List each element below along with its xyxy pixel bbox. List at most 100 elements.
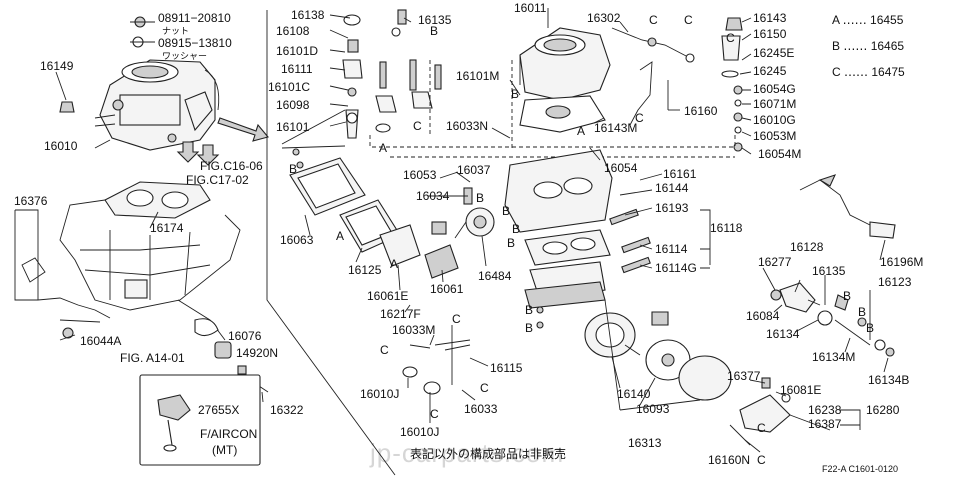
label-16053m: 16053M <box>753 129 796 143</box>
callout-b: B <box>511 87 519 101</box>
callout-c: C <box>480 381 489 395</box>
label-16313: 16313 <box>628 436 662 450</box>
label-16149: 16149 <box>40 59 74 73</box>
label-16033m: 16033M <box>392 323 435 337</box>
label-16302: 16302 <box>587 11 621 25</box>
label-16160: 16160 <box>684 104 718 118</box>
label-14920n: 14920N <box>236 346 278 360</box>
fig-ref-c1606: FIG.C16-06 <box>200 159 263 173</box>
label-16101m: 16101M <box>456 69 499 83</box>
carburetor-body-drawing <box>504 149 613 309</box>
label-16238: 16238 <box>808 403 842 417</box>
callout-b: B <box>866 321 874 335</box>
label-16061: 16061 <box>430 282 464 296</box>
callout-b: B <box>525 321 533 335</box>
fig-ref-c1702: FIG.C17-02 <box>186 173 249 187</box>
label-16054m: 16054M <box>758 147 801 161</box>
label-16118: 16118 <box>710 221 743 235</box>
callout-b: B <box>502 204 510 218</box>
label-16150: 16150 <box>753 27 787 41</box>
label-16098: 16098 <box>276 98 310 112</box>
label-16140: 16140 <box>617 387 651 401</box>
callout-c: C <box>430 407 439 421</box>
label-16115: 16115 <box>490 361 523 375</box>
label-16376: 16376 <box>14 194 48 208</box>
legend-c: C ‥‥‥ 16475 <box>832 65 905 79</box>
label-16193: 16193 <box>655 201 689 215</box>
callout-a: A <box>577 124 585 138</box>
label-16108: 16108 <box>276 24 310 38</box>
label-16053: 16053 <box>403 168 437 182</box>
part-washer-jp: ワッシャー <box>162 51 207 61</box>
callout-a: A <box>379 141 387 155</box>
callout-c: C <box>757 453 766 467</box>
label-16010g: 16010G <box>753 113 796 127</box>
callout-c: C <box>684 13 693 27</box>
label-16128: 16128 <box>790 240 824 254</box>
label-16174: 16174 <box>150 221 184 235</box>
label-16114: 16114 <box>655 242 688 256</box>
label-16061e: 16061E <box>367 289 408 303</box>
label-16143: 16143 <box>753 11 787 25</box>
callout-c: C <box>413 119 422 133</box>
fig-ref-a1401: FIG. A14-01 <box>120 351 185 365</box>
label-16134m: 16134M <box>812 350 855 364</box>
callout-c: C <box>635 111 644 125</box>
callout-a: A <box>390 257 398 271</box>
label-16063: 16063 <box>280 233 314 247</box>
label-16245: 16245 <box>753 64 787 78</box>
label-16280: 16280 <box>866 403 900 417</box>
label-16044a: 16044A <box>80 334 121 348</box>
part-08911-20810: 08911−20810 <box>158 11 231 25</box>
label-16071m: 16071M <box>753 97 796 111</box>
legend-b: B ‥‥‥ 16465 <box>832 39 904 53</box>
label-16010: 16010 <box>44 139 78 153</box>
label-16161: 16161 <box>663 167 697 181</box>
label-16081e: 16081E <box>780 383 821 397</box>
label-16217f: 16217F <box>380 307 421 321</box>
label-16484: 16484 <box>478 269 512 283</box>
label-16033: 16033 <box>464 402 498 416</box>
callout-a: A <box>336 229 344 243</box>
label-16011: 16011 <box>514 1 547 15</box>
label-16123: 16123 <box>878 275 912 289</box>
watermark: jp-carparts.com <box>369 438 564 468</box>
label-16093: 16093 <box>636 402 670 416</box>
diagram-code: F22-A C1601-0120 <box>822 464 898 474</box>
notice-text: 表記以外の構成部品は非販売 <box>410 446 566 461</box>
callout-b: B <box>430 24 438 38</box>
callout-b: B <box>525 303 533 317</box>
label-16101: 16101 <box>276 120 310 134</box>
carburetor-assembly-drawing <box>94 59 220 151</box>
label-16101c: 16101C <box>268 80 310 94</box>
callout-b: B <box>476 191 484 205</box>
label-16135-right: 16135 <box>812 264 846 278</box>
label-16111: 16111 <box>281 62 313 76</box>
label-16138: 16138 <box>291 8 325 22</box>
label-16084: 16084 <box>746 309 780 323</box>
label-16010j: 16010J <box>360 387 399 401</box>
callout-b: B <box>507 236 515 250</box>
callout-b: B <box>858 305 866 319</box>
label-16135-top: 16135 <box>418 13 452 27</box>
label-16377: 16377 <box>727 369 761 383</box>
label-16037: 16037 <box>457 163 491 177</box>
aircon-line1: F/AIRCON <box>200 427 257 441</box>
label-16134b: 16134B <box>868 373 909 387</box>
label-16134: 16134 <box>766 327 800 341</box>
diaphragm-assembly-drawing <box>584 311 732 401</box>
callout-b: B <box>843 289 851 303</box>
label-16101d: 16101D <box>276 44 318 58</box>
part-nut-jp: ナット <box>162 26 189 36</box>
label-16114g: 16114G <box>655 261 697 275</box>
aircon-part-27655x: 27655X <box>198 403 239 417</box>
callout-c: C <box>757 421 766 435</box>
label-16245e: 16245E <box>753 46 794 60</box>
callout-c: C <box>452 312 461 326</box>
label-16160n: 16160N <box>708 453 750 467</box>
label-16196m: 16196M <box>880 255 923 269</box>
label-16125: 16125 <box>348 263 382 277</box>
label-16322: 16322 <box>270 403 304 417</box>
